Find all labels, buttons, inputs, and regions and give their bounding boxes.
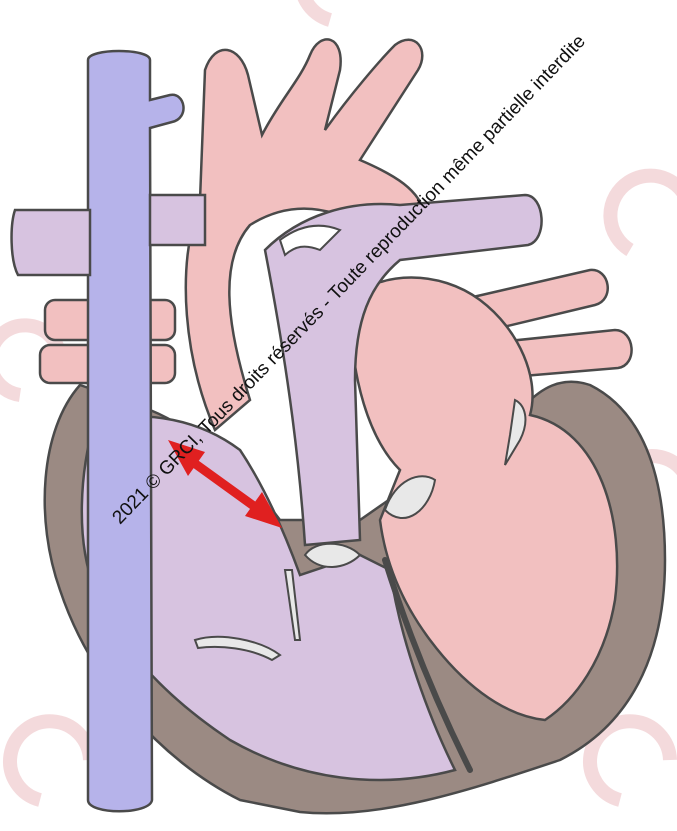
heart-diagram: 2021 © GRCI, Tous droits réservés - Tout… [0, 0, 677, 831]
heart-illustration: 2021 © GRCI, Tous droits réservés - Tout… [0, 0, 677, 831]
